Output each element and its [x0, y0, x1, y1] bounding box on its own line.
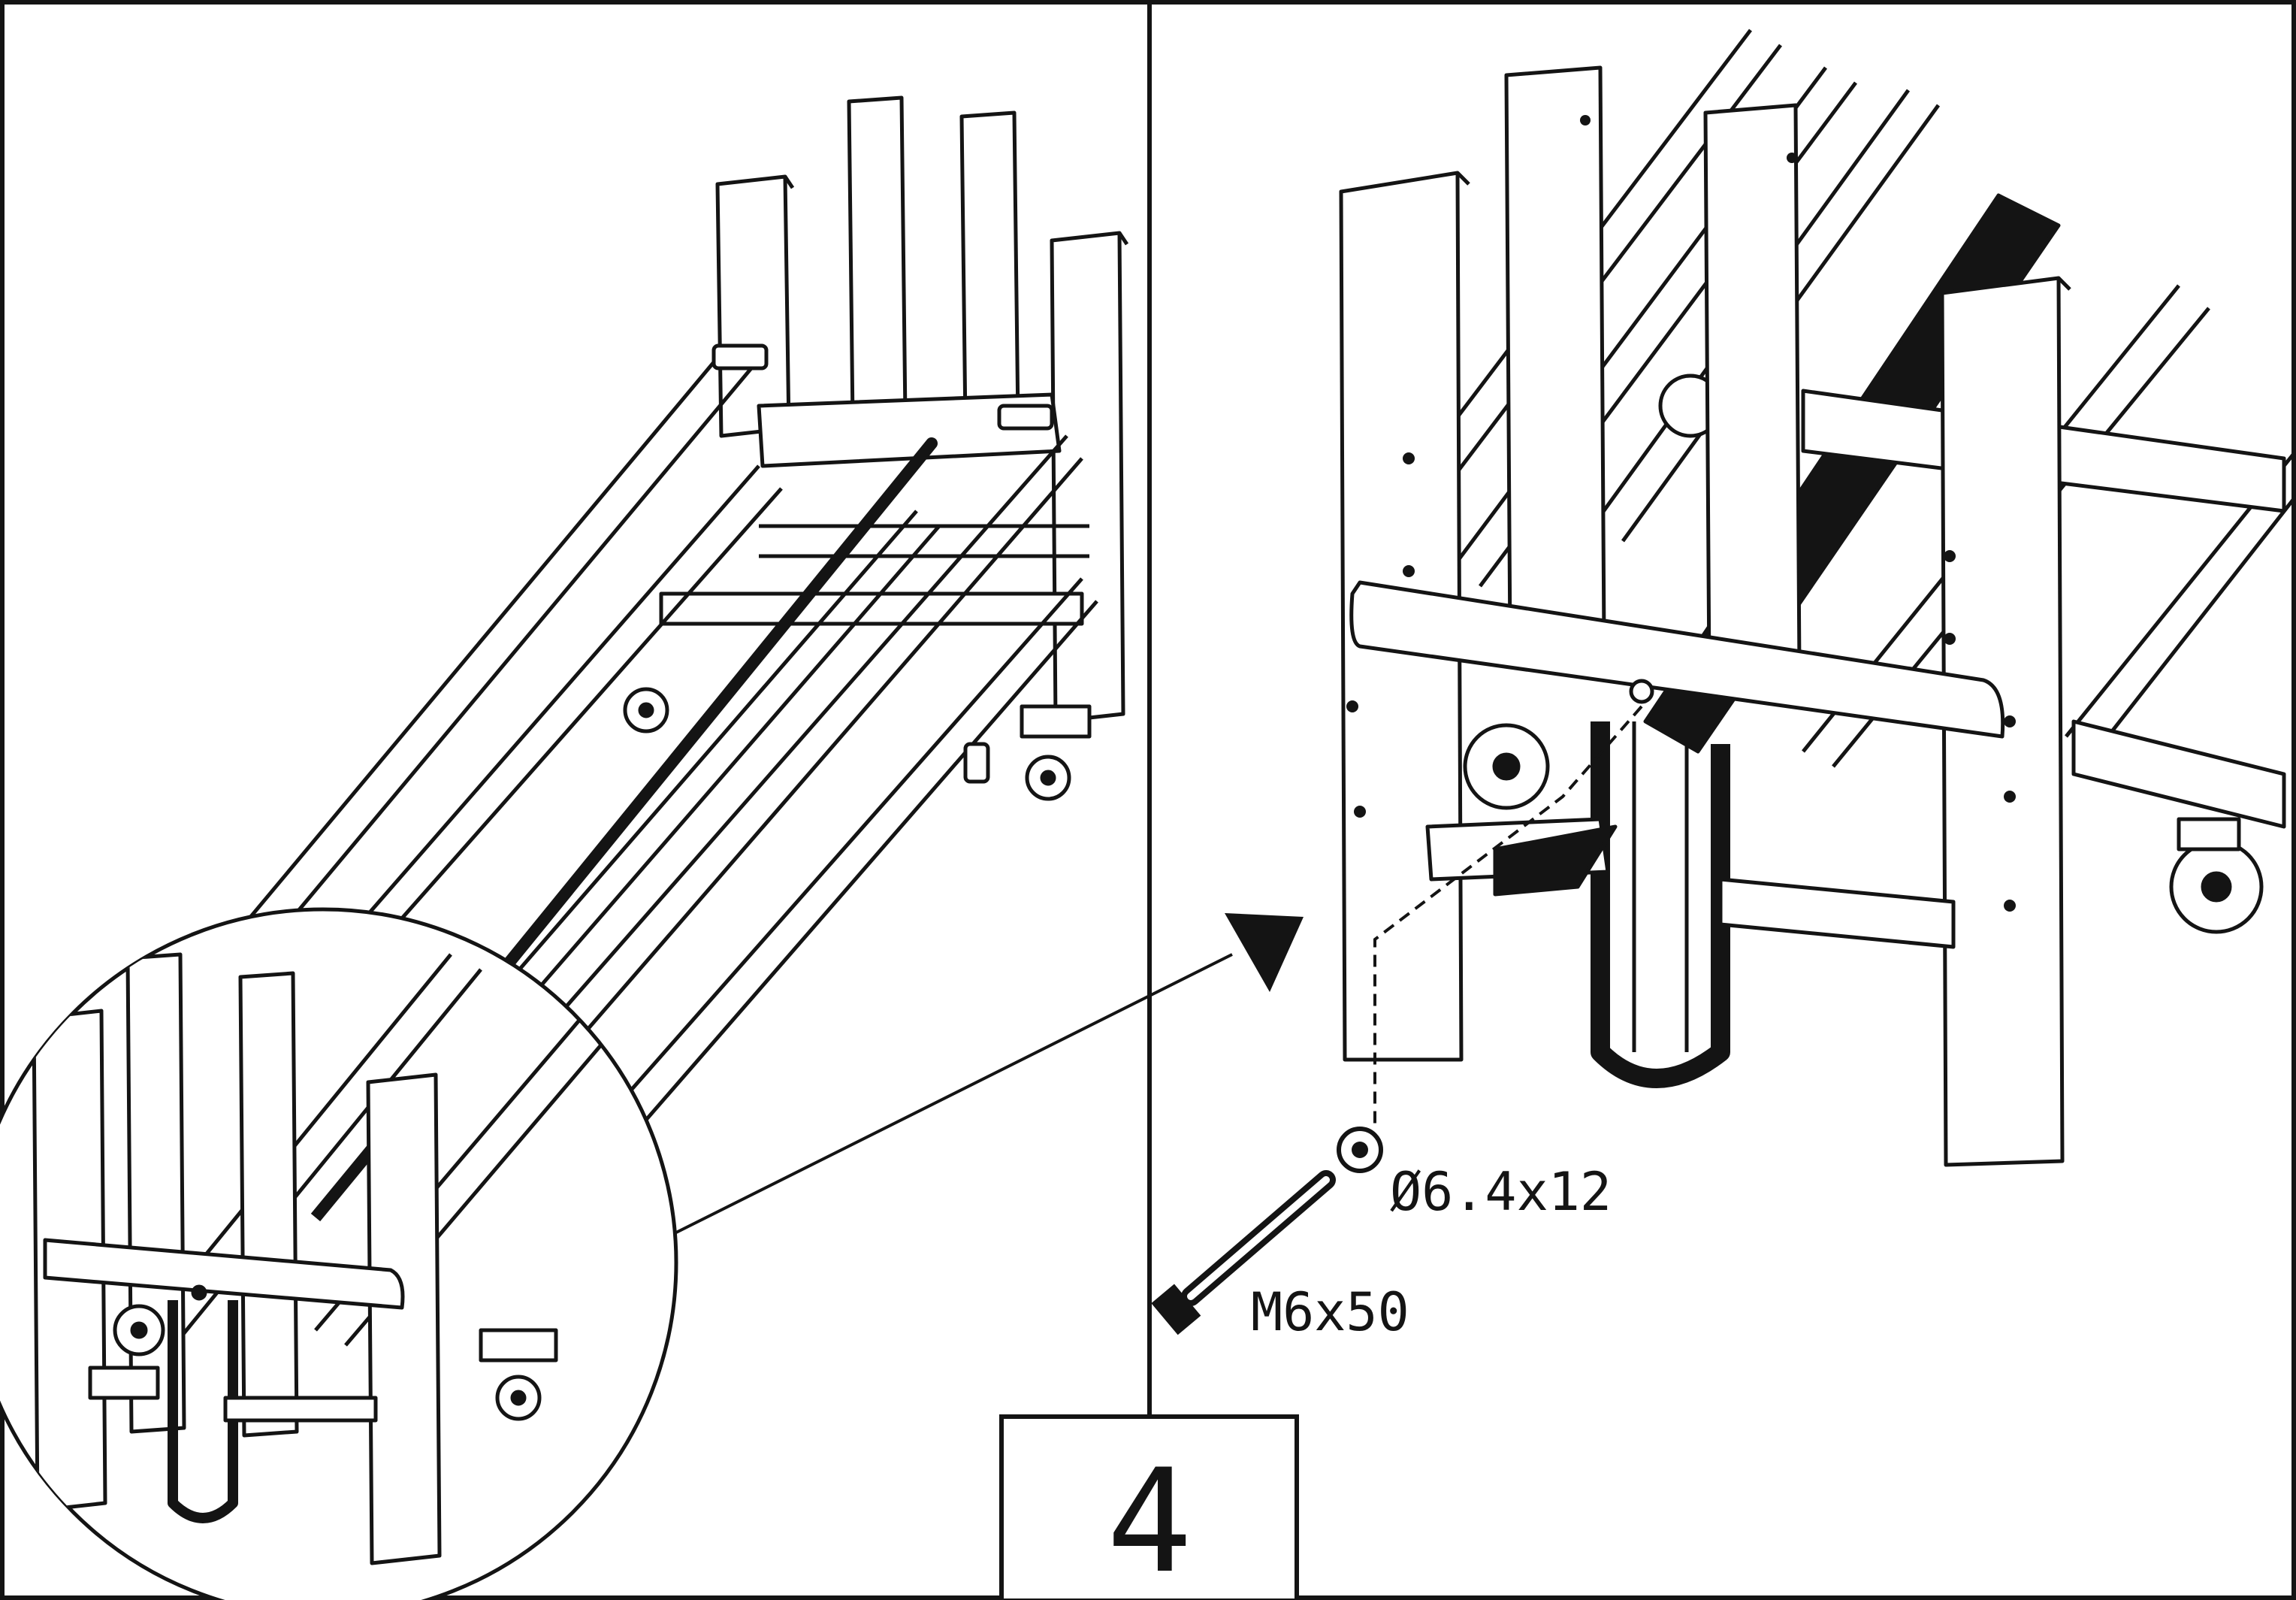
rivet-dots [1346, 115, 2016, 912]
overview-frame-drawing [186, 95, 1129, 1294]
closeup-bolt-hole [1629, 679, 1654, 704]
detail-pointer-arrow [1225, 913, 1304, 992]
detail-leader-line [675, 953, 1233, 1234]
closeup-lower-rung [1718, 877, 1956, 949]
detail-magnifier [0, 907, 678, 1600]
bolt-size-label: M6x50 [1251, 1281, 1409, 1343]
rear-crossbar [659, 392, 1092, 739]
closeup-pedal [1493, 824, 1618, 897]
bolt-part [1151, 1170, 1336, 1335]
washer-part [1337, 1127, 1383, 1173]
assembly-dash-line [1373, 705, 1643, 1127]
washer-size-label: Ø6.4x12 [1390, 1161, 1612, 1223]
closeup-u-bracket [1591, 721, 1730, 1088]
wing-nut-fasteners [711, 343, 1054, 784]
step-number-box [999, 1414, 1299, 1600]
rear-caster-wheels [623, 687, 1071, 801]
step-number: 4 [1107, 1438, 1192, 1600]
closeup-crossbar [1349, 580, 2005, 739]
closeup-drawing [1339, 29, 2296, 1167]
